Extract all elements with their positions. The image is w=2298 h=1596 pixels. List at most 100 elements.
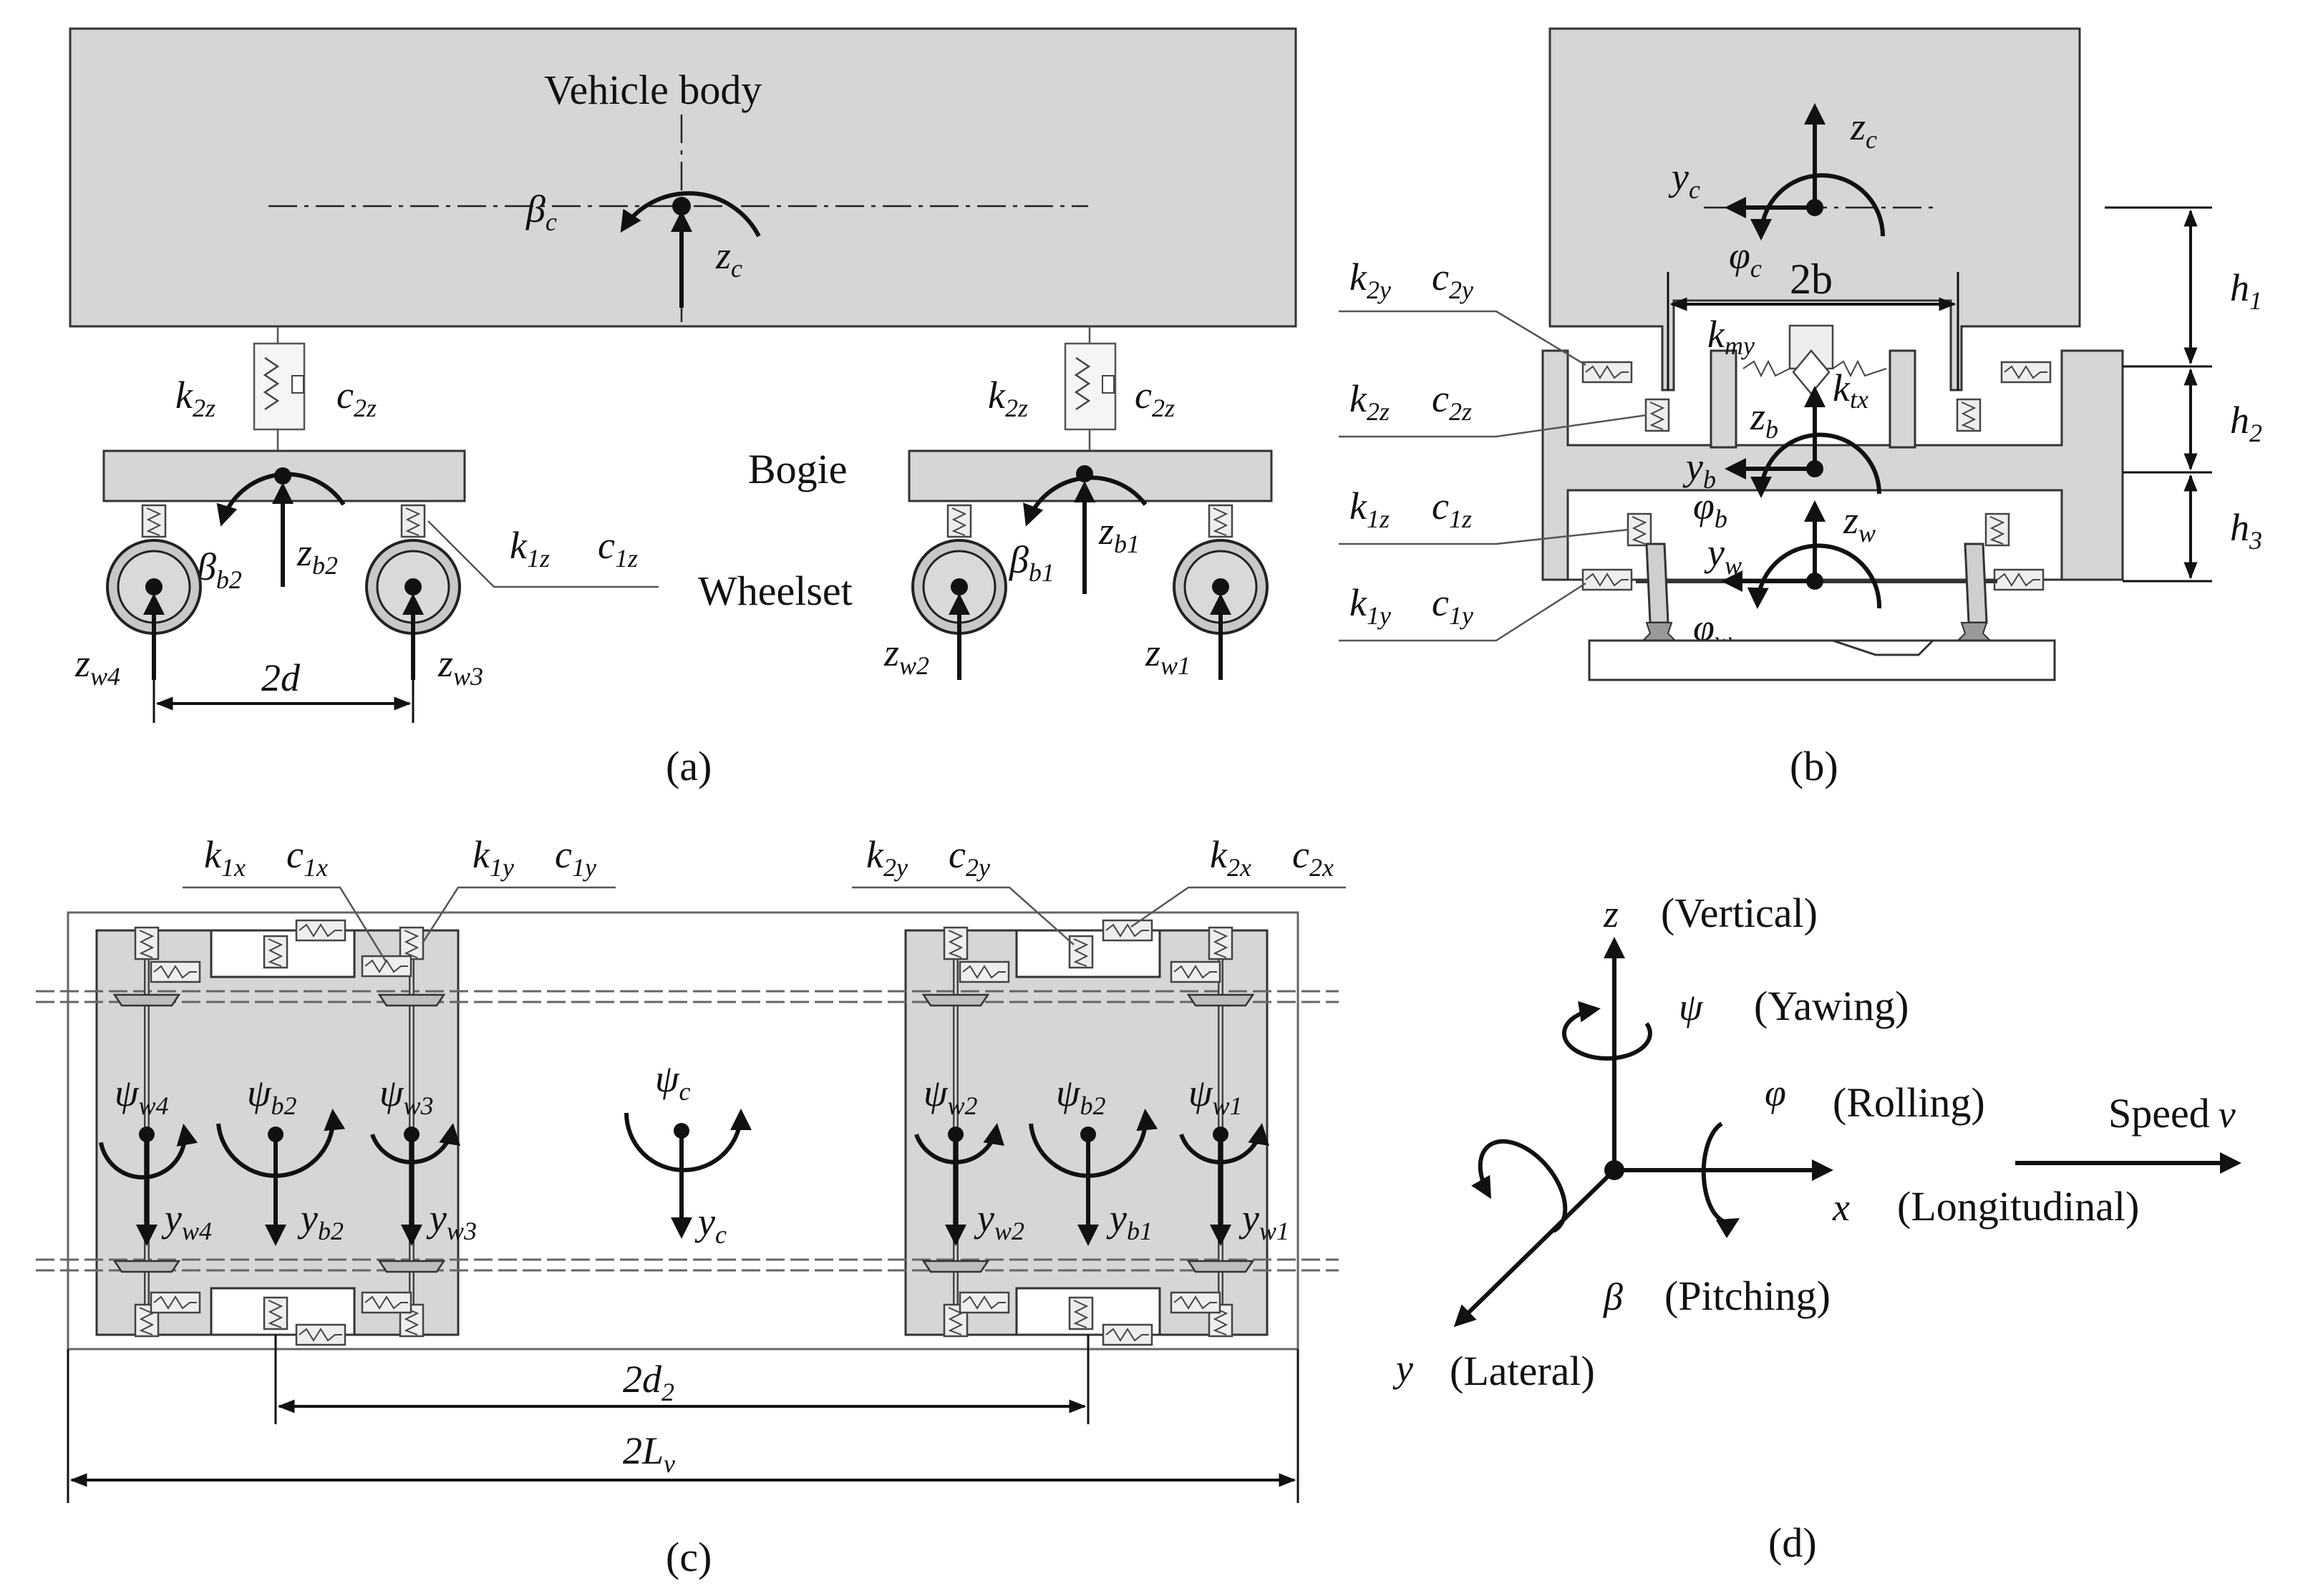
psi-c-label: ψc bbox=[655, 1057, 691, 1106]
longitudinal-label: (Longitudinal) bbox=[1897, 1183, 2139, 1230]
primary-lateral-spring-left bbox=[1581, 568, 1633, 591]
k-tx-spring bbox=[1832, 359, 1887, 378]
pitching-label: (Pitching) bbox=[1664, 1273, 1831, 1319]
k1y-label-c: k1y bbox=[472, 833, 514, 882]
panel-a: Vehicle body βc zc k2z c2z k2z c2z bbox=[69, 27, 1297, 789]
primary-vertical-spring-right bbox=[1984, 512, 2010, 547]
k1y-label-b: k1y bbox=[1349, 581, 1391, 630]
y-axis bbox=[1453, 1168, 1616, 1328]
body-center-dot bbox=[672, 197, 691, 215]
panel-b: zc yc φc 2b kmy ktx zb bbox=[1339, 27, 2262, 789]
y-c-label-b: yc bbox=[1668, 155, 1700, 204]
c2y-label-c: c2y bbox=[949, 833, 990, 882]
y-axis-label: y bbox=[1392, 1347, 1413, 1390]
caption-d: (d) bbox=[1768, 1519, 1817, 1566]
yaw-rotation-arrow bbox=[1562, 1001, 1652, 1061]
k2x-leader-c bbox=[1130, 886, 1346, 928]
y-w1-label: yw1 bbox=[1238, 1197, 1289, 1245]
k2y-label-c: k2y bbox=[866, 833, 908, 882]
wheelset-label: Wheelset bbox=[698, 568, 853, 614]
panel-d: z (Vertical) ψ (Yawing) φ (Rolling) Spee… bbox=[1392, 890, 2241, 1566]
secondary-lateral-spring-right bbox=[2000, 361, 2052, 384]
k1x-label: k1x bbox=[204, 833, 246, 882]
wheel-w3 bbox=[365, 539, 461, 635]
lateral-label: (Lateral) bbox=[1450, 1348, 1595, 1394]
y-w4-label: yw4 bbox=[161, 1197, 212, 1245]
k2z-label-left: k2z bbox=[175, 374, 215, 422]
secondary-vertical-spring-right bbox=[1956, 398, 1982, 432]
k1z-leader bbox=[427, 520, 659, 588]
k1z-leader-b bbox=[1339, 528, 1629, 545]
x-axis-label: x bbox=[1832, 1186, 1850, 1229]
z-w-label: zw bbox=[1843, 499, 1876, 548]
panel-c: k1x c1x k1y c1y k2y c2y k2x c2x bbox=[36, 833, 1346, 1580]
rolling-label: (Rolling) bbox=[1833, 1079, 1985, 1126]
z-b-label: zb bbox=[1750, 395, 1778, 444]
primary-spring-w4 bbox=[141, 504, 167, 538]
track-slab-b bbox=[1588, 639, 2056, 681]
bogie-center-b bbox=[1806, 460, 1823, 477]
y-w3-label: yw3 bbox=[426, 1197, 477, 1245]
wheel-left-b bbox=[1645, 542, 1669, 624]
bogie-label: Bogie bbox=[748, 446, 848, 492]
beta-c-label: βc bbox=[525, 188, 557, 236]
beta-b2-label: βb2 bbox=[196, 545, 242, 594]
k1y-leader-b bbox=[1339, 582, 1586, 642]
k1z-label-b: k1z bbox=[1349, 485, 1390, 533]
c2z-label-right: c2z bbox=[1135, 374, 1175, 422]
wheel-w1 bbox=[1173, 539, 1269, 635]
wheel-w4 bbox=[106, 539, 202, 635]
primary-lateral-spring-right bbox=[1993, 568, 2045, 591]
z-axis-label: z bbox=[1603, 892, 1619, 935]
k2z-label-b: k2z bbox=[1349, 377, 1390, 426]
phi-b-label: φb bbox=[1693, 485, 1727, 533]
c2z-label-b: c2z bbox=[1432, 377, 1472, 426]
secondary-suspension-left bbox=[253, 326, 306, 451]
yawing-label: (Yawing) bbox=[1754, 983, 1909, 1029]
c1z-label-b: c1z bbox=[1432, 485, 1472, 533]
z-w3-label: zw3 bbox=[437, 642, 483, 691]
phi-b-arrow bbox=[1750, 432, 1881, 498]
z-w4-label: zw4 bbox=[74, 642, 120, 691]
k1x-leader bbox=[183, 886, 388, 963]
beta-b1-label: βb1 bbox=[1009, 538, 1055, 587]
z-w2-label: zw2 bbox=[883, 631, 929, 680]
y-b1-label: yb1 bbox=[1106, 1197, 1153, 1245]
bogie-right-center bbox=[1076, 465, 1093, 482]
psi-w2-label: ψw2 bbox=[923, 1071, 978, 1120]
y-w2-label: yw2 bbox=[974, 1197, 1024, 1245]
yaw-lateral-markers bbox=[99, 1109, 1269, 1246]
z-c-label-b: zc bbox=[1850, 105, 1877, 154]
phi-c-label: φc bbox=[1729, 234, 1762, 283]
beta-label-d: β bbox=[1603, 1275, 1623, 1318]
two-Lv-label: 2Lv bbox=[623, 1429, 675, 1478]
phi-c-arrow bbox=[1750, 173, 1885, 240]
rail-right-b bbox=[1956, 622, 1992, 641]
c1y-label-c: c1y bbox=[555, 833, 596, 882]
k2z-leader-b bbox=[1339, 414, 1647, 438]
k2x-label-c: k2x bbox=[1210, 833, 1251, 882]
caption-a: (a) bbox=[666, 743, 712, 789]
c1z-label: c1z bbox=[598, 524, 638, 573]
primary-spring-w1 bbox=[1208, 504, 1233, 538]
y-c-label-c: yc bbox=[694, 1200, 727, 1249]
wheels-plan bbox=[112, 993, 1255, 1273]
c1y-label-b: c1y bbox=[1432, 581, 1473, 630]
z-b1-label: zb1 bbox=[1098, 510, 1140, 558]
h3-label: h3 bbox=[2230, 506, 2262, 555]
y-w-label: yw bbox=[1704, 531, 1742, 580]
k2y-leader bbox=[1339, 310, 1586, 366]
y-b2-label: yb2 bbox=[297, 1197, 344, 1245]
bogie-center-post-right bbox=[1889, 349, 1916, 449]
two-d2-label: 2d2 bbox=[623, 1358, 674, 1406]
secondary-vertical-spring-left bbox=[1644, 398, 1670, 432]
psi-w4-label: ψw4 bbox=[115, 1071, 169, 1120]
car-body-center-b bbox=[1806, 199, 1823, 216]
psi-b2-right-label: ψb2 bbox=[1056, 1071, 1106, 1120]
phi-label-d: φ bbox=[1765, 1071, 1786, 1114]
h1-label: h1 bbox=[2230, 266, 2262, 315]
caption-b: (b) bbox=[1790, 743, 1838, 789]
rail-left-b bbox=[1641, 622, 1677, 641]
z-w1-label: zw1 bbox=[1145, 631, 1191, 680]
